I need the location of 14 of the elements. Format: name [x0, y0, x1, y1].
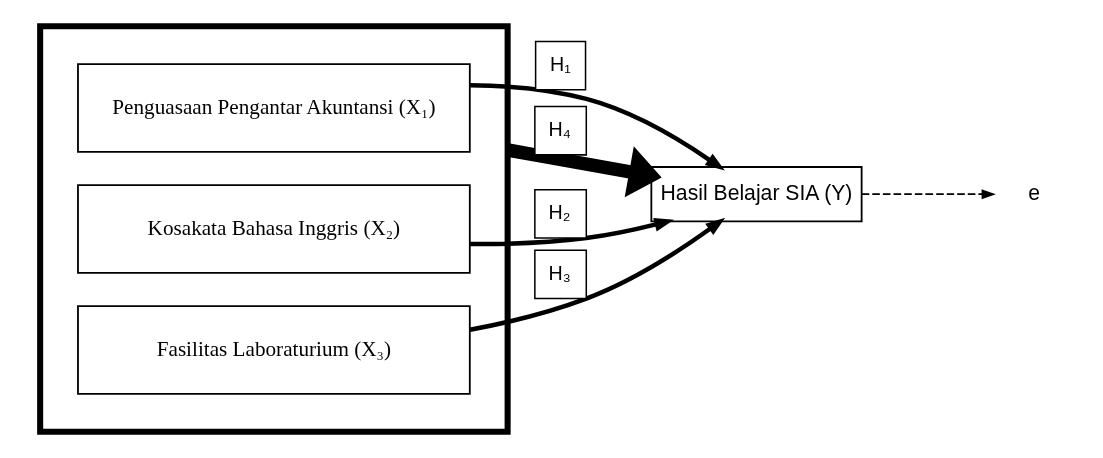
cluster: [37, 23, 511, 435]
arrow: [860, 189, 996, 200]
node-box: Fasilitas Laboraturium (X₃): [77, 305, 471, 395]
arrow: [469, 217, 726, 333]
edge-label: H₃: [548, 261, 571, 284]
edge-label: H₄: [548, 117, 571, 140]
node-box: Penguasaan Pengantar Akuntansi (X₁): [77, 63, 471, 153]
edge-label: H₁: [549, 52, 571, 75]
arrow: [470, 83, 725, 171]
edge-label: H₂: [548, 201, 571, 224]
arrow: [469, 218, 675, 247]
node-box: Hasil Belajar SIA (Y): [650, 166, 863, 223]
node-text: e: [1028, 180, 1040, 204]
node-box: Kosakata Bahasa Inggris (X₂): [77, 184, 471, 274]
